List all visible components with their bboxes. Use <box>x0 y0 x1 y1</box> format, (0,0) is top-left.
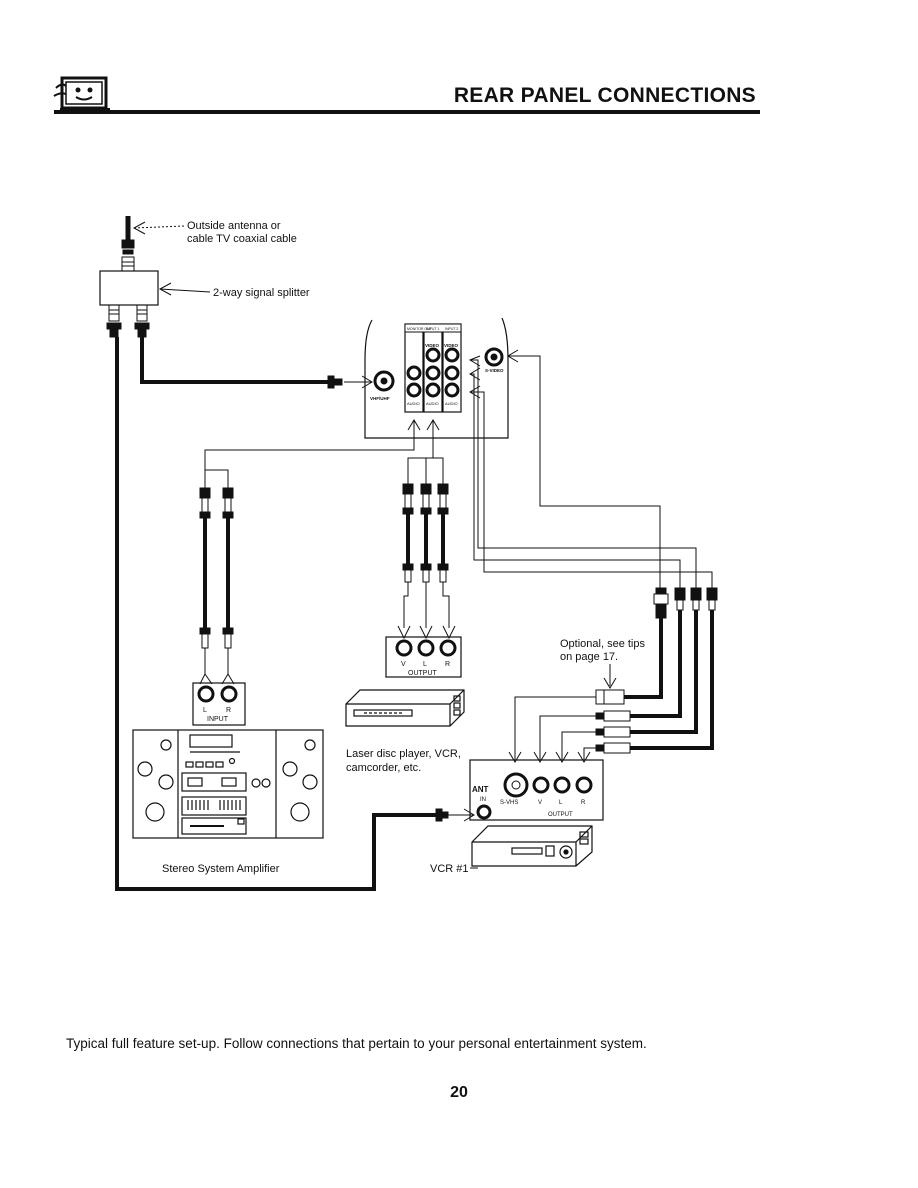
laser-output-v: V <box>401 661 406 668</box>
laser-output-r: R <box>445 661 450 668</box>
tv-rear-panel <box>364 317 509 439</box>
video-label-in2: VIDEO <box>444 343 459 348</box>
vcr-rca-cables <box>653 587 718 619</box>
vcr-l-label: L <box>559 800 563 806</box>
vcr-r-label: R <box>581 800 586 806</box>
stereo-amplifier <box>132 729 324 839</box>
laser-disc-player <box>345 689 465 727</box>
audio-label-in2: AUDIO <box>445 401 458 406</box>
input1-label: INPUT 1 <box>426 327 439 331</box>
coax-plug-tv <box>327 375 343 389</box>
tv-av-jacks <box>406 347 460 398</box>
amp-rca-cables <box>199 487 235 685</box>
laser-output-panel <box>385 636 462 678</box>
vcr-input-plugs <box>595 689 631 754</box>
laser-label-line1: Laser disc player, VCR, <box>346 748 461 760</box>
input2-label: INPUT 2 <box>445 327 458 331</box>
page-title: REAR PANEL CONNECTIONS <box>453 84 756 107</box>
vcr-label: VCR #1 <box>430 863 469 875</box>
amp-input-label: INPUT <box>207 716 229 723</box>
s-video-jack <box>484 347 504 367</box>
amp-input-l: L <box>203 707 207 714</box>
vcr-svhs-label: S-VHS <box>500 800 518 806</box>
header-rule <box>54 110 760 114</box>
video-label-in1: VIDEO <box>425 343 440 348</box>
vcr-in-label: IN <box>480 797 486 803</box>
vcr-ant-label: ANT <box>472 785 489 794</box>
vhf-uhf-jack <box>373 370 395 392</box>
vcr-unit <box>471 825 593 867</box>
svideo-label: S-VIDEO <box>485 368 504 373</box>
antenna-label-line1: Outside antenna or <box>187 220 281 232</box>
splitter-ports <box>106 304 150 338</box>
caption: Typical full feature set-up. Follow conn… <box>66 1036 647 1051</box>
coax-plug-vcr <box>435 808 449 822</box>
optional-note-line1: Optional, see tips <box>560 638 645 650</box>
laser-rca-cables <box>397 483 456 640</box>
monitor-out-label: MONITOR OUT <box>407 327 433 331</box>
signal-splitter <box>99 270 159 306</box>
amp-input-panel <box>192 682 246 726</box>
laser-output-label: OUTPUT <box>408 670 438 677</box>
audio-label-in1: AUDIO <box>426 401 439 406</box>
vcr-output-label: OUTPUT <box>548 812 573 818</box>
vcr-v-label: V <box>538 800 542 806</box>
audio-label-mon: AUDIO <box>407 401 420 406</box>
coax-to-tv <box>140 337 330 384</box>
amp-label: Stereo System Amplifier <box>162 863 280 875</box>
amp-input-r: R <box>226 707 231 714</box>
optional-note-line2: on page 17. <box>560 651 618 663</box>
antenna-cable <box>121 216 135 272</box>
coax-to-vcr <box>115 337 438 891</box>
splitter-label: 2-way signal splitter <box>213 287 310 299</box>
laser-output-l: L <box>423 661 427 668</box>
antenna-label-line2: cable TV coaxial cable <box>187 233 297 245</box>
page-number: 20 <box>450 1084 468 1101</box>
laser-label-line2: camcorder, etc. <box>346 762 421 774</box>
vcr-rear-panel <box>469 759 604 821</box>
vhf-label: VHF/UHF <box>370 396 390 401</box>
tv-mascot-icon <box>53 76 110 111</box>
